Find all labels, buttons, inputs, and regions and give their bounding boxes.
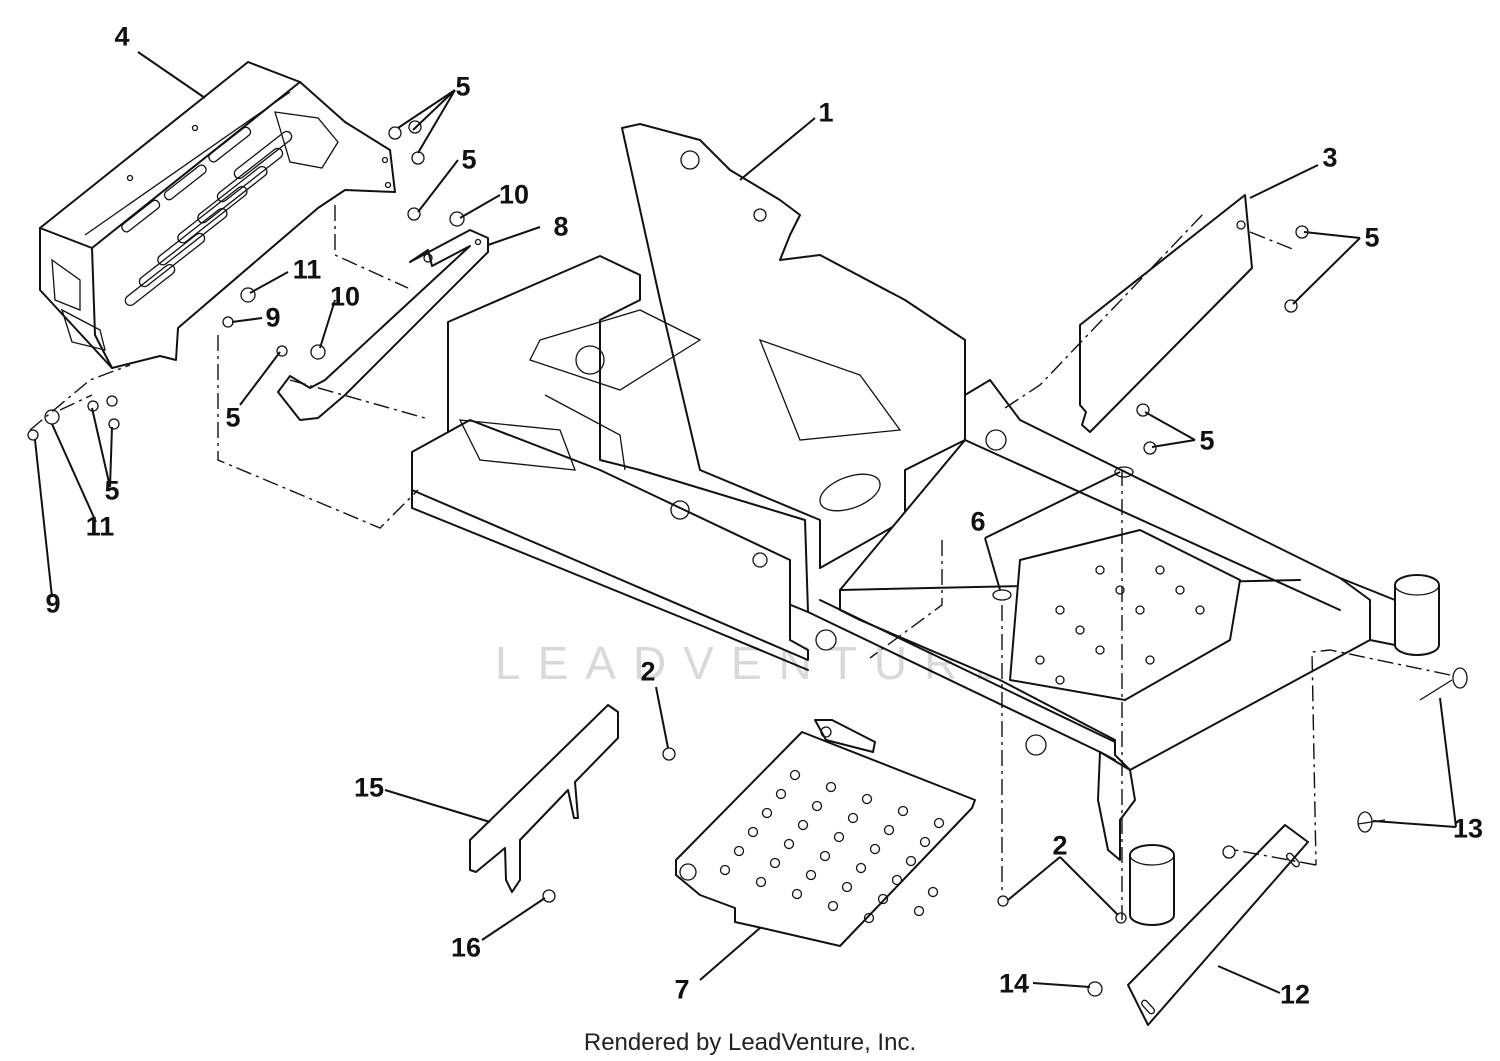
callout-5: 5 [104, 475, 120, 506]
callout-1: 1 [818, 97, 834, 128]
pan-hole [833, 831, 845, 843]
callout-11: 11 [85, 511, 115, 542]
callout-12: 12 [1279, 979, 1311, 1010]
pan-hole [861, 793, 873, 805]
pan-hole [789, 769, 801, 781]
callout-5: 5 [1364, 222, 1380, 253]
pan-hole [811, 800, 823, 812]
pan-hole [877, 893, 889, 905]
pan-hole [805, 869, 817, 881]
part-7-floor-pan [675, 719, 976, 947]
pan-hole [897, 805, 909, 817]
callout-10: 10 [329, 281, 361, 312]
pan-hole [769, 857, 781, 869]
callout-16: 16 [450, 932, 482, 963]
pan-hole [755, 876, 767, 888]
part-4-console [39, 61, 396, 369]
pan-hole [883, 824, 895, 836]
callout-6: 6 [970, 506, 986, 537]
pan-hole [747, 826, 759, 838]
pan-hole [891, 874, 903, 886]
callout-2: 2 [1052, 830, 1068, 861]
callout-8: 8 [553, 211, 569, 242]
callout-10: 10 [498, 179, 530, 210]
pan-hole [783, 838, 795, 850]
part-12-plate [1127, 824, 1309, 1026]
part-3-panel [1079, 194, 1253, 433]
callout-5: 5 [225, 402, 241, 433]
callout-4: 4 [114, 21, 130, 52]
part-8-bracket [277, 229, 489, 421]
callout-11: 11 [292, 254, 322, 285]
assembly-lines [29, 205, 1451, 920]
callout-5: 5 [1199, 425, 1215, 456]
callout-5: 5 [455, 71, 471, 102]
pan-hole [847, 812, 859, 824]
pan-hole [927, 886, 939, 898]
callout-2: 2 [640, 656, 656, 687]
pan-hole [863, 912, 875, 924]
callout-3: 3 [1322, 142, 1338, 173]
pan-hole [819, 850, 831, 862]
footer-credit: Rendered by LeadVenture, Inc. [583, 1029, 917, 1056]
pan-hole [797, 819, 809, 831]
part-15-bracket [469, 704, 619, 893]
callout-5: 5 [461, 144, 477, 175]
pan-hole [855, 862, 867, 874]
pan-hole [905, 855, 917, 867]
pan-hole [919, 836, 931, 848]
part-1-main-frame [411, 123, 1440, 926]
pan-hole [791, 888, 803, 900]
pan-hole [733, 845, 745, 857]
pan-hole [825, 781, 837, 793]
pan-hole [841, 881, 853, 893]
callout-7: 7 [674, 974, 690, 1005]
pan-hole [761, 807, 773, 819]
leader-lines [34, 51, 1457, 994]
pan-hole [827, 900, 839, 912]
pan-hole [913, 905, 925, 917]
pan-hole [775, 788, 787, 800]
pan-hole [933, 817, 945, 829]
callout-9: 9 [265, 302, 281, 333]
callout-14: 14 [998, 968, 1030, 999]
callout-13: 13 [1452, 813, 1484, 844]
pan-hole [869, 843, 881, 855]
callout-9: 9 [45, 588, 61, 619]
pan-hole [719, 864, 731, 876]
callout-15: 15 [353, 772, 385, 803]
